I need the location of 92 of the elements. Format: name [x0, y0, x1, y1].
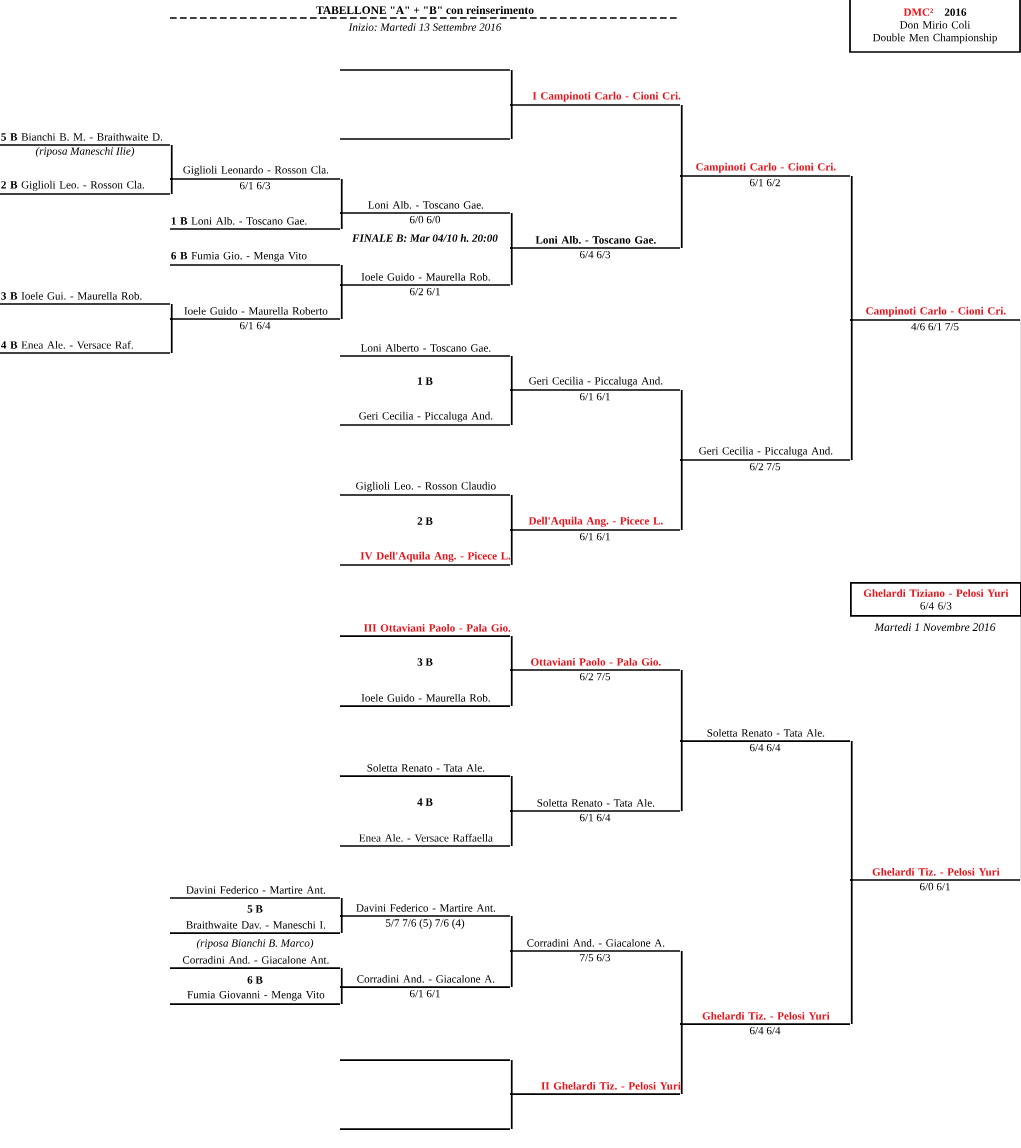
bracket-slot: Corradini And. - Giacalone A. 7/5 6/3	[509, 938, 681, 962]
bracket-slot: 2 B Giglioli Leo. - Rosson Cla.	[0, 180, 171, 195]
bracket-slot: III Ottaviani Paolo - Pala Gio.	[339, 623, 511, 637]
group-label: 6 B	[247, 976, 263, 984]
bracket-slot: Loni Alberto - Toscano Gae.	[339, 343, 511, 357]
bracket-slot: 4 B Enea Ale. - Versace Raf.	[0, 340, 171, 354]
bracket-slot: Geri Cecilia - Piccaluga And. 6/2 7/5	[679, 446, 851, 471]
bracket-slot: Ioele Guido - Maurella Rob. 6/2 6/1	[339, 272, 511, 296]
bracket-slot: Ioele Guido - Maurella Rob.	[339, 693, 511, 707]
bracket-line	[509, 915, 513, 952]
bracket-line	[509, 529, 513, 566]
bracket-slot: Soletta Renato - Tata Ale.	[339, 763, 511, 777]
note: FINALE B: Mar 04/10 h. 20:00	[352, 234, 498, 242]
bracket-slot: Campinoti Carlo - Cioni Cri. 4/6 6/1 7/5	[849, 306, 1021, 331]
bracket-line	[509, 669, 513, 707]
bracket-slot: II Ghelardi Tiz. - Pelosi Yuri	[509, 1081, 681, 1095]
bracket-line	[679, 389, 683, 461]
bracket-line	[509, 389, 513, 426]
bracket-line	[679, 740, 683, 812]
bracket-line	[509, 950, 513, 988]
group-label: 2 B	[417, 517, 433, 525]
bracket-line	[339, 212, 343, 230]
bracket-line	[339, 284, 343, 320]
bracket-line	[849, 319, 853, 461]
bracket-line	[339, 967, 343, 988]
bracket-slot: Davini Federico - Martire Ant. 5/7 7/6 (5) 7/6 (4)	[339, 903, 511, 929]
date-note: Martedi 1 Novembre 2016	[874, 623, 996, 632]
note: (riposa Bianchi B. Marco)	[196, 939, 314, 950]
bracket-slot: Loni Alb. - Toscano Gae. 6/0 6/0	[339, 200, 511, 224]
bracket-slot: Soletta Renato - Tata Ale. 6/4 6/4	[679, 728, 851, 752]
title: TABELLONE "A" + "B" con reinserimento	[316, 6, 534, 15]
bracket-line	[849, 879, 853, 1025]
bracket-slot: Loni Alb. - Toscano Gae. 6/4 6/3	[509, 235, 681, 259]
bracket-line	[339, 264, 343, 286]
bracket-line	[509, 635, 513, 671]
bracket-slot: Corradini And. - Giacalone Ant.	[169, 955, 341, 969]
bracket-line	[509, 69, 513, 106]
bracket-slot: Giglioli Leo. - Rosson Claudio	[339, 481, 511, 496]
bracket-line	[169, 178, 173, 195]
bracket-slot: Ioele Guido - Maurella Roberto 6/1 6/4	[169, 306, 341, 330]
bracket-slot: IV Dell'Aquila Ang. - Picece L.	[339, 551, 511, 566]
bracket-line	[509, 494, 513, 531]
bracket-line	[509, 247, 513, 286]
bracket-slot: Giglioli Leonardo - Rosson Cla. 6/1 6/3	[169, 165, 341, 190]
bracket-slot: Davini Federico - Martire Ant.	[169, 885, 341, 899]
bracket-line	[849, 175, 853, 321]
bracket-line	[509, 775, 513, 812]
bracket-slot: 6 B Fumia Gio. - Menga Vito	[169, 251, 341, 266]
bracket-line	[339, 915, 343, 934]
bracket-slot: 1 B Loni Alb. - Toscano Gae.	[169, 216, 341, 230]
bracket-line	[509, 355, 513, 391]
bracket-line	[679, 950, 683, 1025]
bracket-slot: 3 B Ioele Gui. - Maurella Rob.	[0, 291, 171, 305]
bracket-line	[169, 318, 173, 354]
bracket-slot: Campinoti Carlo - Cioni Cri. 6/1 6/2	[679, 162, 851, 187]
bracket-slot: Geri Cecilia - Piccaluga And.	[339, 411, 511, 426]
winner-box: Ghelardi Tiziano - Pelosi Yuri 6/4 6/3	[850, 582, 1021, 617]
bracket-line	[509, 1059, 513, 1095]
bracket-slot: Ghelardi Tiz. - Pelosi Yuri 6/4 6/4	[679, 1011, 851, 1035]
bracket-slot: 5 B Bianchi B. M. - Braithwaite D.	[0, 132, 171, 146]
bracket-line	[679, 1023, 683, 1095]
note: Inizio: Martedi 13 Settembre 2016	[348, 23, 502, 31]
note: (riposa Maneschi Ilie)	[35, 147, 135, 157]
bracket-slot: I Campinoti Carlo - Cioni Cri.	[509, 91, 681, 106]
bracket-line	[509, 104, 513, 140]
bracket-line	[339, 986, 343, 1005]
group-label: 3 B	[417, 658, 433, 666]
bracket-line	[509, 1093, 513, 1130]
group-label: 1 B	[418, 377, 433, 385]
group-label: 5 B	[247, 905, 263, 913]
bracket-line	[849, 740, 853, 881]
bracket-slot: Corradini And. - Giacalone A. 6/1 6/1	[339, 974, 511, 998]
bracket-line	[509, 810, 513, 847]
bracket-line	[169, 144, 173, 180]
bracket-line	[169, 303, 173, 320]
bracket-line	[679, 175, 683, 249]
bracket-line	[679, 459, 683, 531]
bracket-line	[339, 897, 343, 917]
bracket-line	[679, 104, 683, 177]
bracket-slot: Braithwaite Dav. - Maneschi I.	[169, 920, 341, 934]
group-label: 4 B	[417, 798, 433, 806]
bracket-line	[509, 212, 513, 249]
bracket-slot: Geri Cecilia - Piccaluga And. 6/1 6/1	[509, 376, 681, 401]
bracket-slot: Ghelardi Tiz. - Pelosi Yuri 6/0 6/1	[849, 867, 1021, 891]
title-box: DMC² 2016 Don Mirio Coli Double Men Championship	[849, 0, 1021, 53]
bracket-line	[339, 178, 343, 214]
bracket-slot: Ottaviani Paolo - Pala Gio. 6/2 7/5	[509, 657, 681, 681]
bracket-line	[679, 669, 683, 742]
bracket-slot: Dell'Aquila Ang. - Picece L. 6/1 6/1	[509, 516, 681, 541]
bracket-slot: Enea Ale. - Versace Raffaella	[339, 833, 511, 847]
bracket-slot: Soletta Renato - Tata Ale. 6/1 6/4	[509, 798, 681, 822]
bracket-slot: Fumia Giovanni - Menga Vito	[169, 990, 341, 1005]
